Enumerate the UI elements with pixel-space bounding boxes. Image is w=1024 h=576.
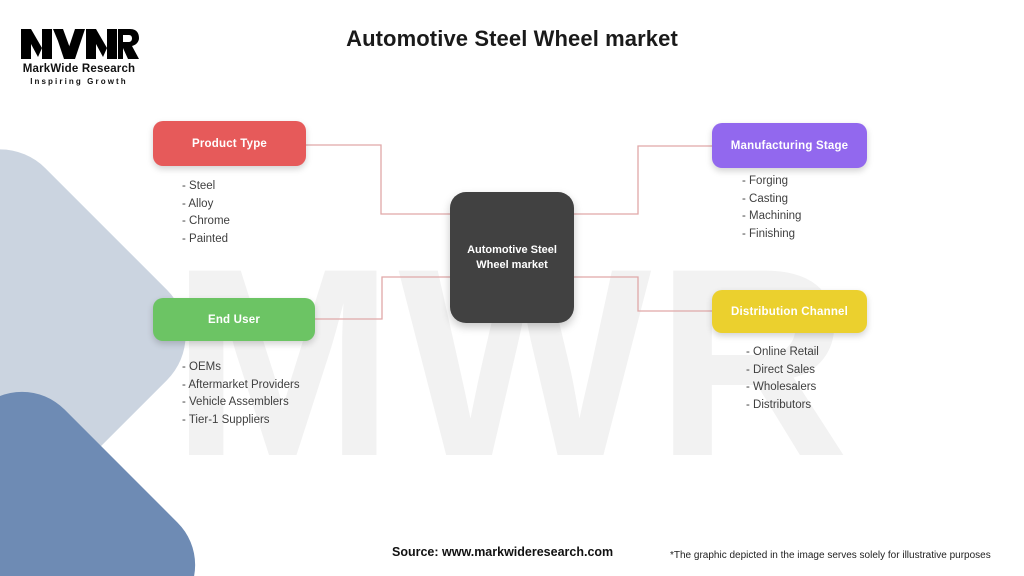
central-hub-node[interactable]: Automotive Steel Wheel market [450,192,574,323]
item-list-product-type: - Steel - Alloy - Chrome - Painted [182,178,230,248]
branch-node-end-user[interactable]: End User [153,298,315,341]
list-item: - Alloy [182,197,214,210]
list-item: - Chrome [182,215,230,228]
connector-end-user [315,276,452,320]
list-item: - Steel [182,180,216,192]
item-list-manufacturing-stage: - Forging - Casting - Machining - Finish… [742,173,801,243]
list-item: - Forging [742,175,789,187]
branch-label: Distribution Channel [730,305,849,318]
connector-product-type [306,144,452,215]
hub-label: Automotive Steel Wheel market [467,243,557,271]
brand-logo: MarkWide Research Inspiring Growth [18,24,140,86]
list-item: - Online Retail [746,346,819,358]
list-item: - Tier-1 Suppliers [182,413,270,426]
list-item: - Casting [742,192,789,205]
list-item: - OEMs [182,361,221,373]
item-list-distribution-channel: - Online Retail - Direct Sales - Wholesa… [746,344,819,414]
branch-node-product-type[interactable]: Product Type [153,121,306,166]
list-item: - Vehicle Assemblers [182,396,289,409]
list-item: - Machining [742,210,802,223]
list-item: - Painted [182,232,229,245]
branch-label: Product Type [191,137,268,150]
connector-manufacturing-stage [572,145,712,215]
page-title: Automotive Steel Wheel market [346,26,678,51]
list-item: - Distributors [746,398,812,411]
source-text: Source: www.markwideresearch.com [392,545,614,559]
connector-distribution-channel [572,276,712,312]
list-item: - Wholesalers [746,381,817,394]
brand-tagline: Inspiring Growth [30,77,128,86]
branch-label: Manufacturing Stage [730,139,849,152]
list-item: - Finishing [742,227,796,240]
branch-node-manufacturing-stage[interactable]: Manufacturing Stage [712,123,867,168]
branch-node-distribution-channel[interactable]: Distribution Channel [712,290,867,333]
item-list-end-user: - OEMs - Aftermarket Providers - Vehicle… [182,359,300,429]
list-item: - Aftermarket Providers [182,378,300,391]
list-item: - Direct Sales [746,363,816,376]
brand-name: MarkWide Research [22,63,136,75]
branch-label: End User [207,313,261,326]
mwr-logo-icon [21,29,139,59]
disclaimer-text: *The graphic depicted in the image serve… [670,550,991,561]
